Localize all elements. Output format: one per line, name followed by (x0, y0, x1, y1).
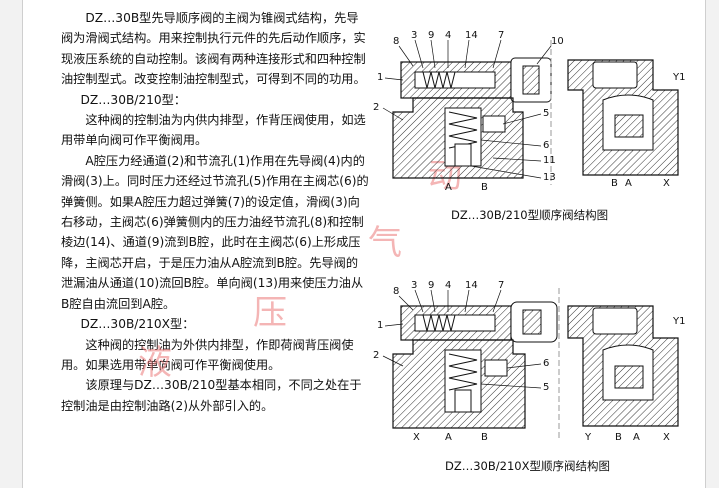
part-label: 2 (373, 350, 379, 361)
bottom-valve-diagram: 8 3 9 4 14 7 1 2 6 5 X A B Y (373, 280, 685, 443)
port-label: Y (584, 432, 592, 443)
control-oil-paragraph-210: 这种阀的控制油为内供内排型，作背压阀使用，如选用带单向阀可作平衡阀用。 (61, 113, 366, 148)
principle-paragraph: A腔压力经通道(2)和节流孔(1)作用在先导阀(4)内的滑阀(3)上。同时压力还… (61, 153, 369, 311)
part-label: 9 (428, 30, 434, 41)
port-label: B (615, 432, 622, 443)
part-label: 8 (393, 36, 399, 47)
port-label: Y1 (672, 316, 685, 327)
section-heading-210: DZ…30B/210型： (80, 92, 187, 107)
text-column: DZ…30B型先导顺序阀的主阀为锥阀式结构，先导阀为滑阀式结构。用来控制执行元件… (61, 8, 369, 416)
bottom-figure-caption: DZ…30B/210X型顺序阀结构图 (445, 459, 610, 473)
part-label: 5 (543, 382, 549, 393)
port-label: A (445, 182, 452, 193)
port-label: B (481, 182, 488, 193)
port-label: X (663, 178, 670, 189)
watermark-char: 气 (368, 223, 402, 263)
part-label: 14 (465, 30, 478, 41)
part-label: 11 (543, 155, 556, 166)
port-label: X (413, 432, 420, 443)
port-label: X (663, 432, 670, 443)
part-label: 13 (543, 172, 556, 183)
part-label: 1 (377, 72, 383, 83)
section-heading-210x: DZ…30B/210X型： (80, 317, 195, 332)
part-label: 6 (543, 358, 549, 369)
port-label: A (633, 432, 640, 443)
part-label: 9 (428, 280, 434, 291)
part-label: 3 (411, 30, 417, 41)
port-label: B (611, 178, 618, 189)
top-valve-diagram: 8 3 9 4 14 7 10 1 2 5 6 11 13 (373, 30, 685, 193)
document-page: DZ…30B型先导顺序阀的主阀为锥阀式结构，先导阀为滑阀式结构。用来控制执行元件… (22, 0, 706, 488)
part-label: 5 (543, 108, 549, 119)
difference-paragraph: 该原理与DZ…30B/210型基本相同，不同之处在于控制油是由控制油路(2)从外… (61, 378, 362, 413)
port-label: Y1 (672, 72, 685, 83)
control-oil-paragraph-210x: 这种阀的控制油为外供内排型，作即荷阀背压阀使用。如果选用带单向阀可作平衡阀使用。 (61, 337, 354, 372)
part-label: 7 (498, 30, 504, 41)
watermark-char: 压 (253, 293, 287, 333)
intro-paragraph: DZ…30B型先导顺序阀的主阀为锥阀式结构，先导阀为滑阀式结构。用来控制执行元件… (61, 11, 366, 87)
part-label: 7 (498, 280, 504, 291)
port-label: A (445, 432, 452, 443)
part-label: 2 (373, 102, 379, 113)
part-label: 8 (393, 286, 399, 297)
part-label: 1 (377, 320, 383, 331)
port-label: B (481, 432, 488, 443)
top-figure-caption: DZ…30B/210型顺序阀结构图 (451, 208, 609, 222)
part-label: 3 (411, 280, 417, 291)
part-label: 10 (551, 36, 564, 47)
part-label: 4 (445, 30, 451, 41)
part-label: 4 (445, 280, 451, 291)
port-label: A (625, 178, 632, 189)
part-label: 14 (465, 280, 478, 291)
watermark-char: 液 (138, 343, 172, 383)
part-label: 6 (543, 140, 549, 151)
